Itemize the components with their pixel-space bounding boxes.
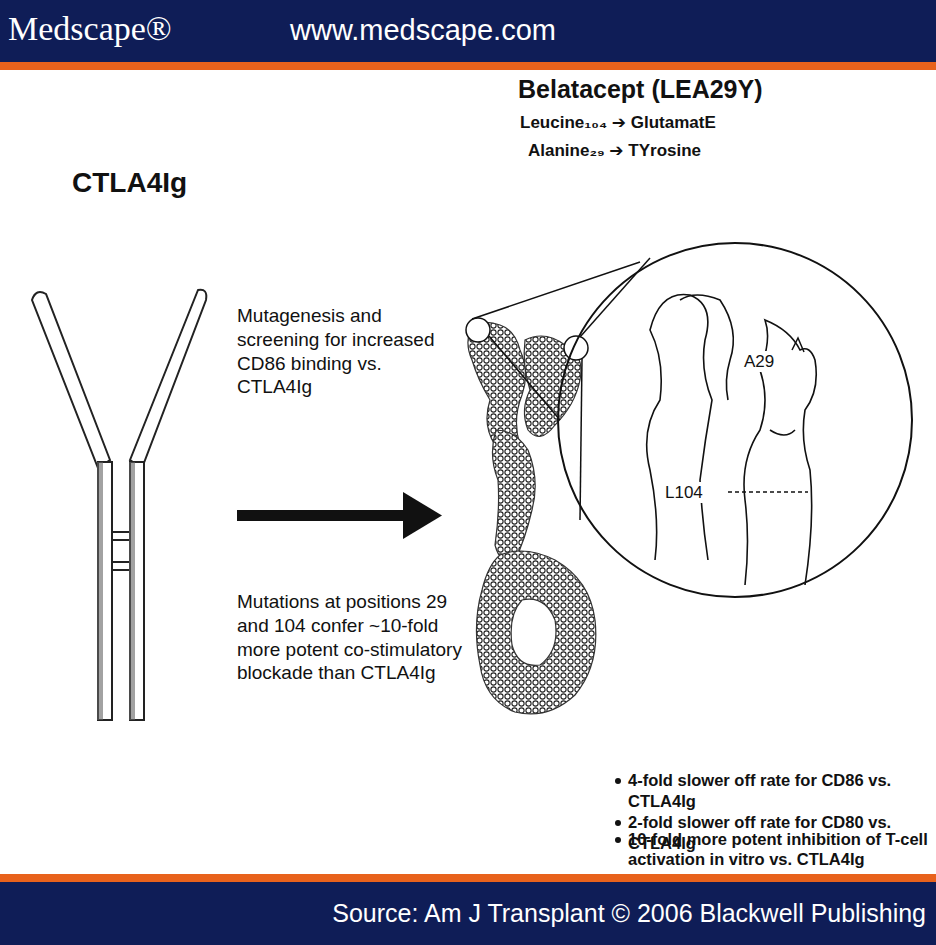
zoom-leader <box>466 258 650 520</box>
footer-rule <box>0 874 936 882</box>
bullet-point: 10-fold more potent inhibition of T-cell… <box>628 829 928 870</box>
process-arrow <box>237 492 442 539</box>
site-url: www.medscape.com <box>290 12 690 48</box>
zoom-circle: A29L104 <box>557 242 913 598</box>
mutation-note: Leucine₁₀₄ ➔ GlutamatE <box>520 112 920 133</box>
antibody-shape <box>32 290 206 720</box>
residue-mark <box>792 338 804 352</box>
footer-bar <box>0 882 936 945</box>
header-rule <box>0 62 936 70</box>
brand-name: Medscape® <box>8 8 278 51</box>
diagram-title: Belatacept (LEA29Y) <box>518 74 763 105</box>
mutation-note: Alanine₂₉ ➔ TYrosine <box>528 140 928 161</box>
bullet-point: 4-fold slower off rate for CD86 vs. CTLA… <box>628 770 923 811</box>
molecule-name: CTLA4Ig <box>72 165 272 200</box>
residue-label: L104 <box>663 482 705 503</box>
contact-line <box>728 491 808 493</box>
residue-label: A29 <box>742 351 776 372</box>
protein-structure <box>468 322 596 714</box>
process-note: Mutations at positions 29 and 104 confer… <box>237 590 462 685</box>
process-note: Mutagenesis and screening for increased … <box>237 304 437 399</box>
bullet-dot <box>615 820 621 826</box>
source-note: Source: Am J Transplant © 2006 Blackwell… <box>300 898 926 929</box>
header-bar <box>0 0 936 62</box>
bullet-dot <box>615 778 621 784</box>
ribbon-trace <box>647 294 817 585</box>
bullet-dot <box>615 837 621 843</box>
